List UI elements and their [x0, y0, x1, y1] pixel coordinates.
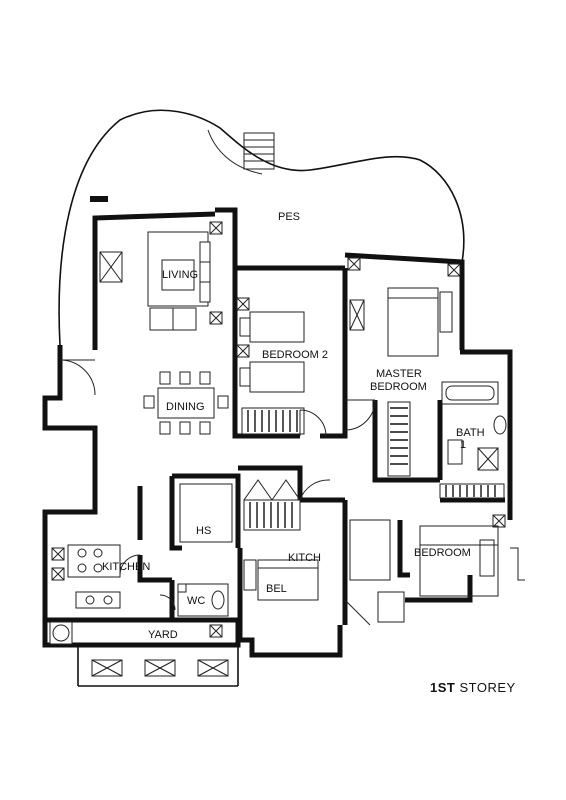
living-furniture	[99, 231, 211, 331]
storey-title: 1ST STOREY	[430, 680, 516, 695]
steps	[243, 132, 275, 170]
label-master-1: MASTER	[376, 368, 422, 380]
master-door	[344, 399, 376, 431]
label-bath-1: BATH	[456, 427, 485, 439]
bath1-wardrobe-lower	[439, 483, 505, 499]
master-wardrobe	[387, 401, 411, 477]
label-kitchen2: KITCH	[288, 552, 321, 564]
label-dining: DINING	[166, 401, 205, 413]
label-bedroom2: BEDROOM 2	[262, 349, 328, 361]
entry-door	[59, 359, 96, 396]
label-wc: WC	[187, 595, 205, 607]
label-master-2: BEDROOM	[370, 381, 427, 393]
label-hs: HS	[196, 525, 211, 537]
master-furniture	[349, 287, 453, 357]
bedroom2-door	[299, 409, 327, 437]
pes-boundary-inner	[207, 129, 263, 175]
label-yard: YARD	[148, 629, 178, 641]
label-living: LIVING	[162, 269, 198, 281]
columns	[51, 221, 506, 638]
label-pes: PES	[278, 211, 300, 223]
pes-boundary	[58, 109, 465, 346]
bedroom2-wardrobe	[241, 407, 305, 435]
lower-bedroom-furniture	[243, 479, 525, 626]
hs-room	[179, 483, 233, 543]
marker	[90, 196, 108, 202]
yard-fixtures	[49, 621, 239, 687]
bath1-fixtures	[441, 381, 507, 471]
dining-furniture	[143, 371, 229, 435]
label-kitchen: KITCHEN	[102, 561, 150, 573]
label-bedroom-lower-partial: BEDROOM	[414, 547, 471, 559]
label-bedroom-lower: BEL	[266, 583, 287, 595]
wc-fixtures	[177, 583, 229, 617]
storey-title-number: 1ST	[430, 680, 455, 695]
corridor-wardrobe	[243, 479, 301, 531]
bedroom2-furniture	[239, 311, 305, 393]
label-bath-2: 1	[460, 439, 466, 451]
kitchen-fixtures	[67, 544, 176, 611]
storey-title-word: STOREY	[455, 680, 515, 695]
